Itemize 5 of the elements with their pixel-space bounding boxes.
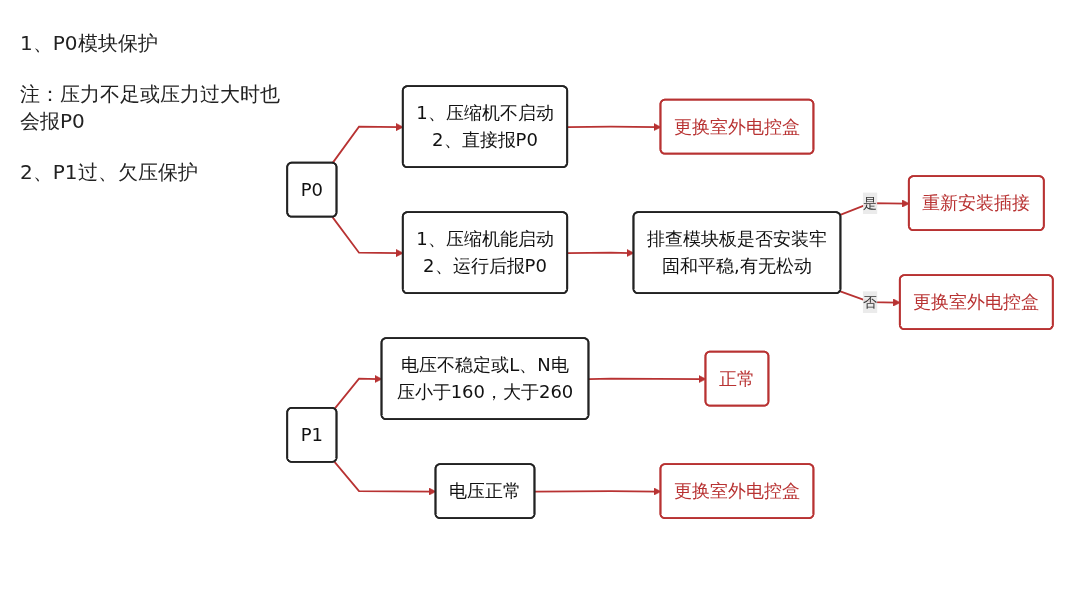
edge-label: 否 xyxy=(862,292,878,311)
note-text: 1、P0模块保护 xyxy=(20,30,159,57)
edge-label: 是 xyxy=(862,194,878,212)
note-text: 2、P1过、欠压保护 xyxy=(20,159,199,186)
note-text: 注：压力不足或压力过大时也会报P0 xyxy=(20,81,280,135)
